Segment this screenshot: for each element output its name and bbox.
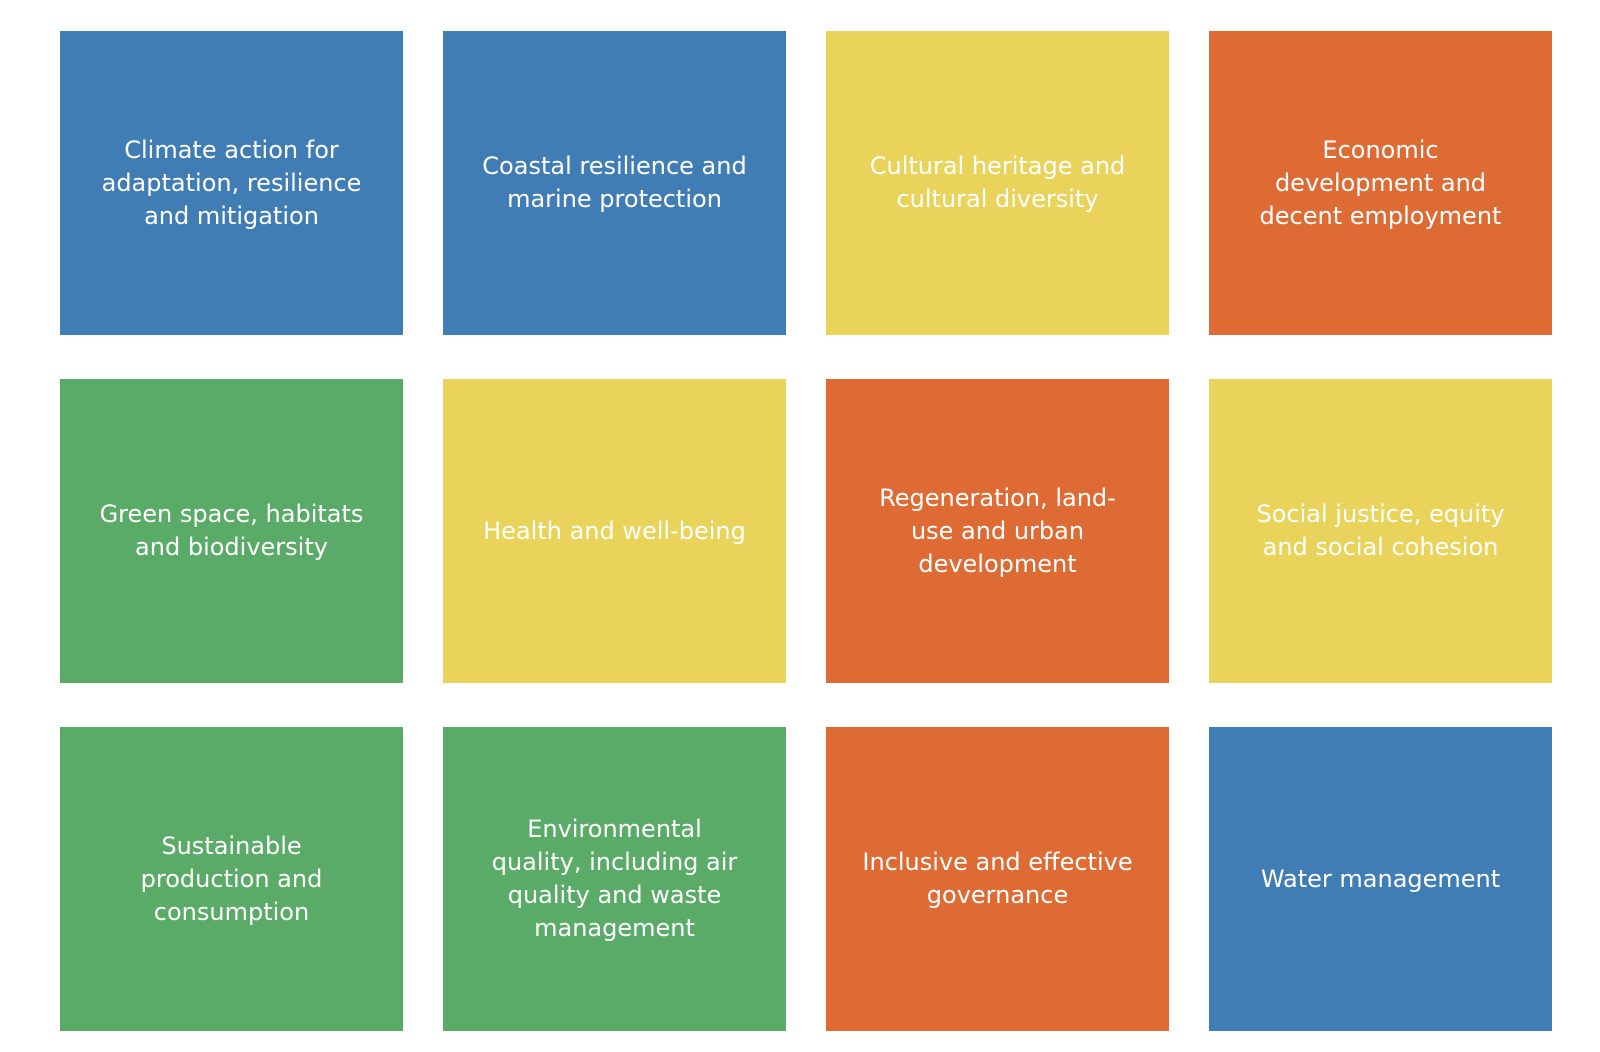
tile-economic-development[interactable]: Economic development and decent employme… xyxy=(1209,31,1552,335)
tile-label: Sustainable production and consumption xyxy=(140,831,323,926)
tile-sustainable-production[interactable]: Sustainable production and consumption xyxy=(60,727,403,1031)
tile-label: Coastal resilience and marine protection xyxy=(482,152,747,213)
tile-social-justice[interactable]: Social justice, equity and social cohesi… xyxy=(1209,379,1552,683)
tile-climate-action[interactable]: Climate action for adaptation, resilienc… xyxy=(60,31,403,335)
tile-coastal-resilience[interactable]: Coastal resilience and marine protection xyxy=(443,31,786,335)
tile-label: Climate action for adaptation, resilienc… xyxy=(101,135,362,230)
tile-green-space[interactable]: Green space, habitats and biodiversity xyxy=(60,379,403,683)
tile-label: Green space, habitats and biodiversity xyxy=(99,500,364,561)
tile-label: Regeneration, land-use and urban develop… xyxy=(879,483,1116,578)
tile-health-well-being[interactable]: Health and well-being xyxy=(443,379,786,683)
tile-water-management[interactable]: Water management xyxy=(1209,727,1552,1031)
tile-label: Inclusive and effective governance xyxy=(862,848,1133,909)
tile-label: Health and well-being xyxy=(483,516,746,545)
tile-label: Environmental quality, including air qua… xyxy=(491,815,738,942)
tile-label: Cultural heritage and cultural diversity xyxy=(869,152,1126,213)
tile-regeneration[interactable]: Regeneration, land-use and urban develop… xyxy=(826,379,1169,683)
tile-cultural-heritage[interactable]: Cultural heritage and cultural diversity xyxy=(826,31,1169,335)
tile-inclusive-governance[interactable]: Inclusive and effective governance xyxy=(826,727,1169,1031)
tile-environmental-quality[interactable]: Environmental quality, including air qua… xyxy=(443,727,786,1031)
tile-label: Social justice, equity and social cohesi… xyxy=(1256,500,1505,561)
tile-label: Economic development and decent employme… xyxy=(1259,135,1502,230)
tile-label: Water management xyxy=(1260,864,1501,893)
